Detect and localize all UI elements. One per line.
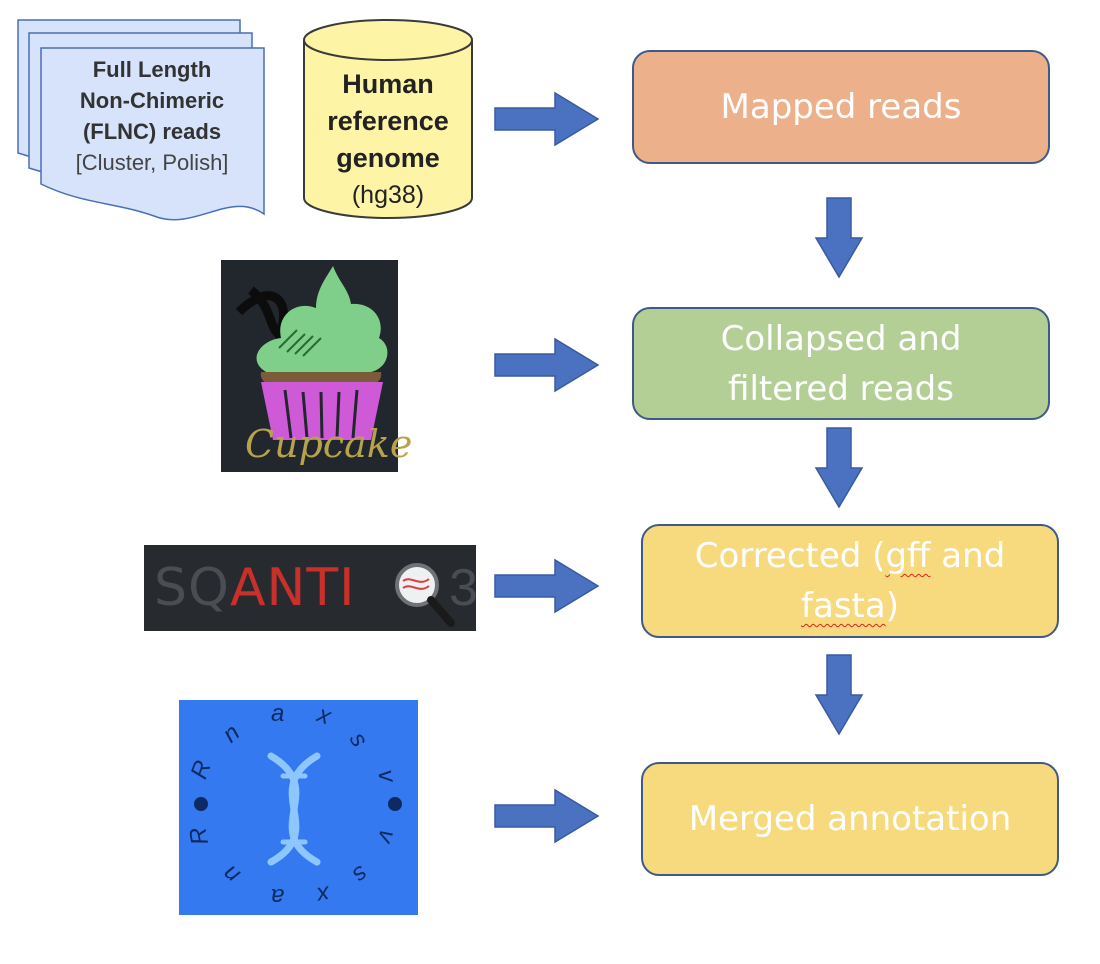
right-arrow-4 bbox=[494, 788, 600, 844]
step-label-corrected-line-1: Corrected (gff and bbox=[695, 531, 1005, 581]
sqanti3-text-3: 3 bbox=[449, 559, 478, 617]
magnifier-icon bbox=[395, 563, 455, 627]
flnc-reads-document: Full Length Non-Chimeric (FLNC) reads [C… bbox=[16, 18, 268, 221]
database-cylinder-icon bbox=[303, 19, 473, 219]
corrected-text-b: and bbox=[930, 536, 1006, 576]
step-box-merged-annotation: Merged annotation bbox=[641, 762, 1059, 876]
flnc-line-3: (FLNC) reads bbox=[82, 119, 222, 144]
step-box-corrected: Corrected (gff and fasta) bbox=[641, 524, 1059, 638]
sqanti3-text-anti: ANTI bbox=[229, 558, 356, 618]
down-arrow-1 bbox=[814, 197, 864, 279]
corrected-text-a: Corrected ( bbox=[694, 536, 886, 576]
step-label-collapsed-line-1: Collapsed and bbox=[720, 318, 962, 359]
cupcake-logo: Cupcake bbox=[221, 260, 412, 472]
reference-label: Human reference genome (hg38) bbox=[302, 66, 474, 214]
reference-line-4: (hg38) bbox=[351, 181, 425, 209]
dna-helix-icon bbox=[194, 752, 402, 866]
cupcake-image bbox=[235, 266, 388, 440]
down-arrow-2 bbox=[814, 427, 864, 509]
sqanti3-text-sq: SQ bbox=[154, 558, 230, 618]
step-label-collapsed-line-2: filtered reads bbox=[728, 368, 954, 409]
right-arrow-2 bbox=[494, 337, 600, 393]
down-arrow-3 bbox=[814, 654, 864, 736]
step-label-corrected-line-2: fasta) bbox=[801, 581, 899, 631]
reference-genome-cylinder: Human reference genome (hg38) bbox=[302, 18, 474, 222]
step-label-merged-annotation: Merged annotation bbox=[688, 799, 1012, 839]
rnaxs-letter-0: a bbox=[271, 700, 285, 727]
step-label-mapped-reads: Mapped reads bbox=[720, 87, 962, 127]
right-arrow-1 bbox=[494, 91, 600, 147]
sqanti3-logo: SQANTI 3 bbox=[144, 545, 478, 631]
sqanti3-wordmark: SQANTI bbox=[154, 559, 356, 617]
corrected-text-fasta: fasta bbox=[801, 586, 886, 626]
corrected-text-c: ) bbox=[885, 586, 899, 626]
flnc-line-4: [Cluster, Polish] bbox=[75, 150, 229, 175]
flnc-line-1: Full Length bbox=[92, 57, 212, 82]
corrected-text-gff: gff bbox=[885, 536, 931, 576]
step-box-mapped-reads: Mapped reads bbox=[632, 50, 1050, 164]
right-arrow-3 bbox=[494, 558, 600, 614]
flnc-line-2: Non-Chimeric bbox=[79, 88, 225, 113]
rnaxs-logo: a x s v v s x a n R R n bbox=[179, 700, 418, 915]
reference-line-3: genome bbox=[336, 143, 440, 173]
cupcake-text: Cupcake bbox=[245, 422, 413, 466]
flnc-label: Full Length Non-Chimeric (FLNC) reads [C… bbox=[36, 54, 268, 178]
document-stack-icon bbox=[17, 19, 265, 221]
reference-line-1: Human bbox=[342, 69, 434, 99]
step-box-collapsed-filtered: Collapsed and filtered reads bbox=[632, 307, 1050, 420]
reference-line-2: reference bbox=[327, 106, 449, 136]
rnaxs-letter-7: a bbox=[271, 883, 285, 910]
